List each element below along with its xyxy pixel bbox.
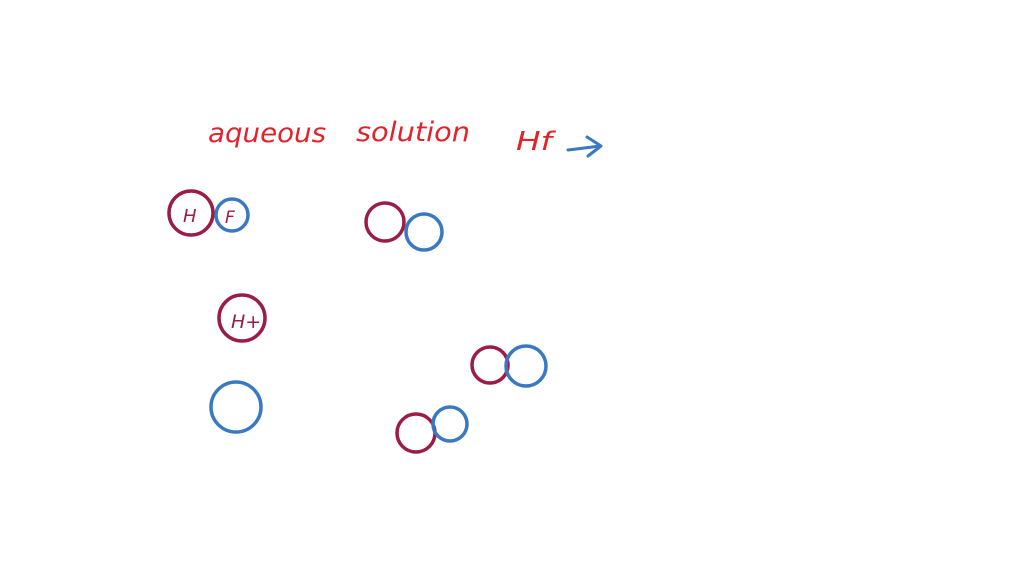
heading-word-aqueous: aqueous xyxy=(208,118,326,149)
hf-molecule-2 xyxy=(364,201,444,252)
hf-molecule-3 xyxy=(470,344,548,388)
hf-molecule-4 xyxy=(395,405,469,454)
formula-text: Hf xyxy=(516,127,557,157)
fluorine-atom xyxy=(404,212,444,252)
fluoride-ion-circle xyxy=(209,380,263,434)
heading-word-solution: solution xyxy=(356,117,470,148)
fluorine-atom xyxy=(214,197,250,233)
h-plus-label: H+ xyxy=(231,311,261,333)
fluorine-atom xyxy=(504,344,548,388)
hydrogen-atom xyxy=(470,345,510,385)
fluorine-label: F xyxy=(225,208,235,228)
hydrogen-atom xyxy=(364,201,406,243)
hydrogen-atom xyxy=(395,412,437,454)
hf-molecule-labeled: H F xyxy=(167,189,250,237)
reaction-arrow xyxy=(566,135,603,158)
h-plus-circle xyxy=(217,293,267,343)
h-plus-ion: H+ xyxy=(217,293,267,343)
hydrogen-label: H xyxy=(183,206,197,227)
hydrogen-atom xyxy=(167,189,215,237)
arrow-shaft xyxy=(566,144,602,152)
fluorine-atom xyxy=(431,405,469,443)
arrow-head xyxy=(585,135,603,158)
